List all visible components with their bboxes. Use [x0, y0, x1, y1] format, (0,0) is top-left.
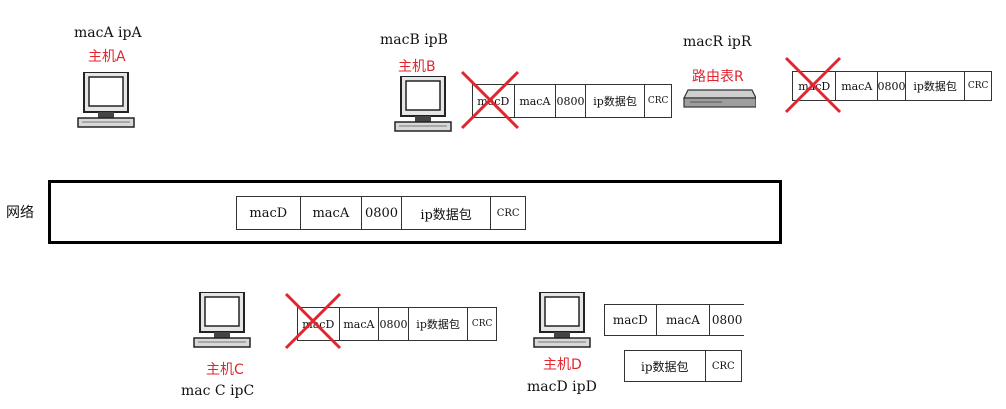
frame-field-crc: CRC [967, 81, 989, 91]
computer-icon [193, 292, 251, 348]
frame-field-type: 0800 [556, 85, 586, 117]
frame-field-dest-mac: macD [237, 197, 301, 229]
host-b-address: macB ipB [380, 32, 448, 48]
frame-field-type: 0800 [878, 72, 906, 100]
host-d-address: macD ipD [527, 379, 597, 395]
host-b-frame: macD macA 0800 ip数据包 CRC [472, 84, 672, 118]
discard-cross-icon [284, 292, 342, 350]
router-address: macR ipR [683, 34, 752, 50]
host-b-name: 主机B [398, 59, 436, 75]
frame-field-src-mac: macA [836, 72, 878, 100]
frame-field-src-mac: macA [340, 308, 380, 340]
host-d-frame-payload: ip数据包 CRC [624, 350, 742, 382]
computer-icon [77, 72, 135, 128]
discard-cross-icon [460, 70, 520, 130]
host-d-frame-header: macD macA 0800 [604, 304, 744, 336]
frame-field-src-mac: macA [657, 305, 711, 335]
frame-field-payload: ip数据包 [625, 351, 706, 381]
host-c-name: 主机C [206, 362, 244, 378]
frame-field-payload: ip数据包 [402, 197, 492, 229]
computer-icon [394, 76, 452, 132]
router-frame: macD macA 0800 ip数据包 CRC [792, 71, 992, 101]
frame-field-type: 0800 [711, 313, 743, 327]
frame-field-type: 0800 [379, 308, 409, 340]
host-a-address: macA ipA [74, 25, 142, 41]
host-c-address: mac C ipC [181, 383, 255, 399]
frame-field-type: 0800 [362, 197, 402, 229]
frame-field-payload: ip数据包 [586, 85, 646, 117]
network-box [48, 180, 782, 244]
network-label: 网络 [6, 205, 34, 221]
host-a-name: 主机A [88, 49, 126, 65]
computer-icon [533, 292, 591, 348]
host-c-frame: macD macA 0800 ip数据包 CRC [297, 307, 497, 341]
frame-field-crc: CRC [647, 96, 669, 106]
host-d-name: 主机D [543, 357, 582, 373]
router-icon [683, 89, 756, 108]
frame-field-crc: CRC [471, 319, 493, 329]
frame-field-crc: CRC [496, 207, 520, 219]
frame-field-payload: ip数据包 [409, 308, 469, 340]
frame-field-dest-mac: macD [298, 308, 340, 340]
router-name: 路由表R [692, 69, 744, 85]
discard-cross-icon [784, 56, 842, 114]
frame-field-src-mac: macA [515, 85, 557, 117]
frame-field-dest-mac: macD [605, 305, 657, 335]
network-frame: macD macA 0800 ip数据包 CRC [236, 196, 526, 230]
frame-field-src-mac: macA [301, 197, 363, 229]
frame-field-crc: CRC [711, 360, 735, 372]
frame-field-payload: ip数据包 [906, 72, 966, 100]
